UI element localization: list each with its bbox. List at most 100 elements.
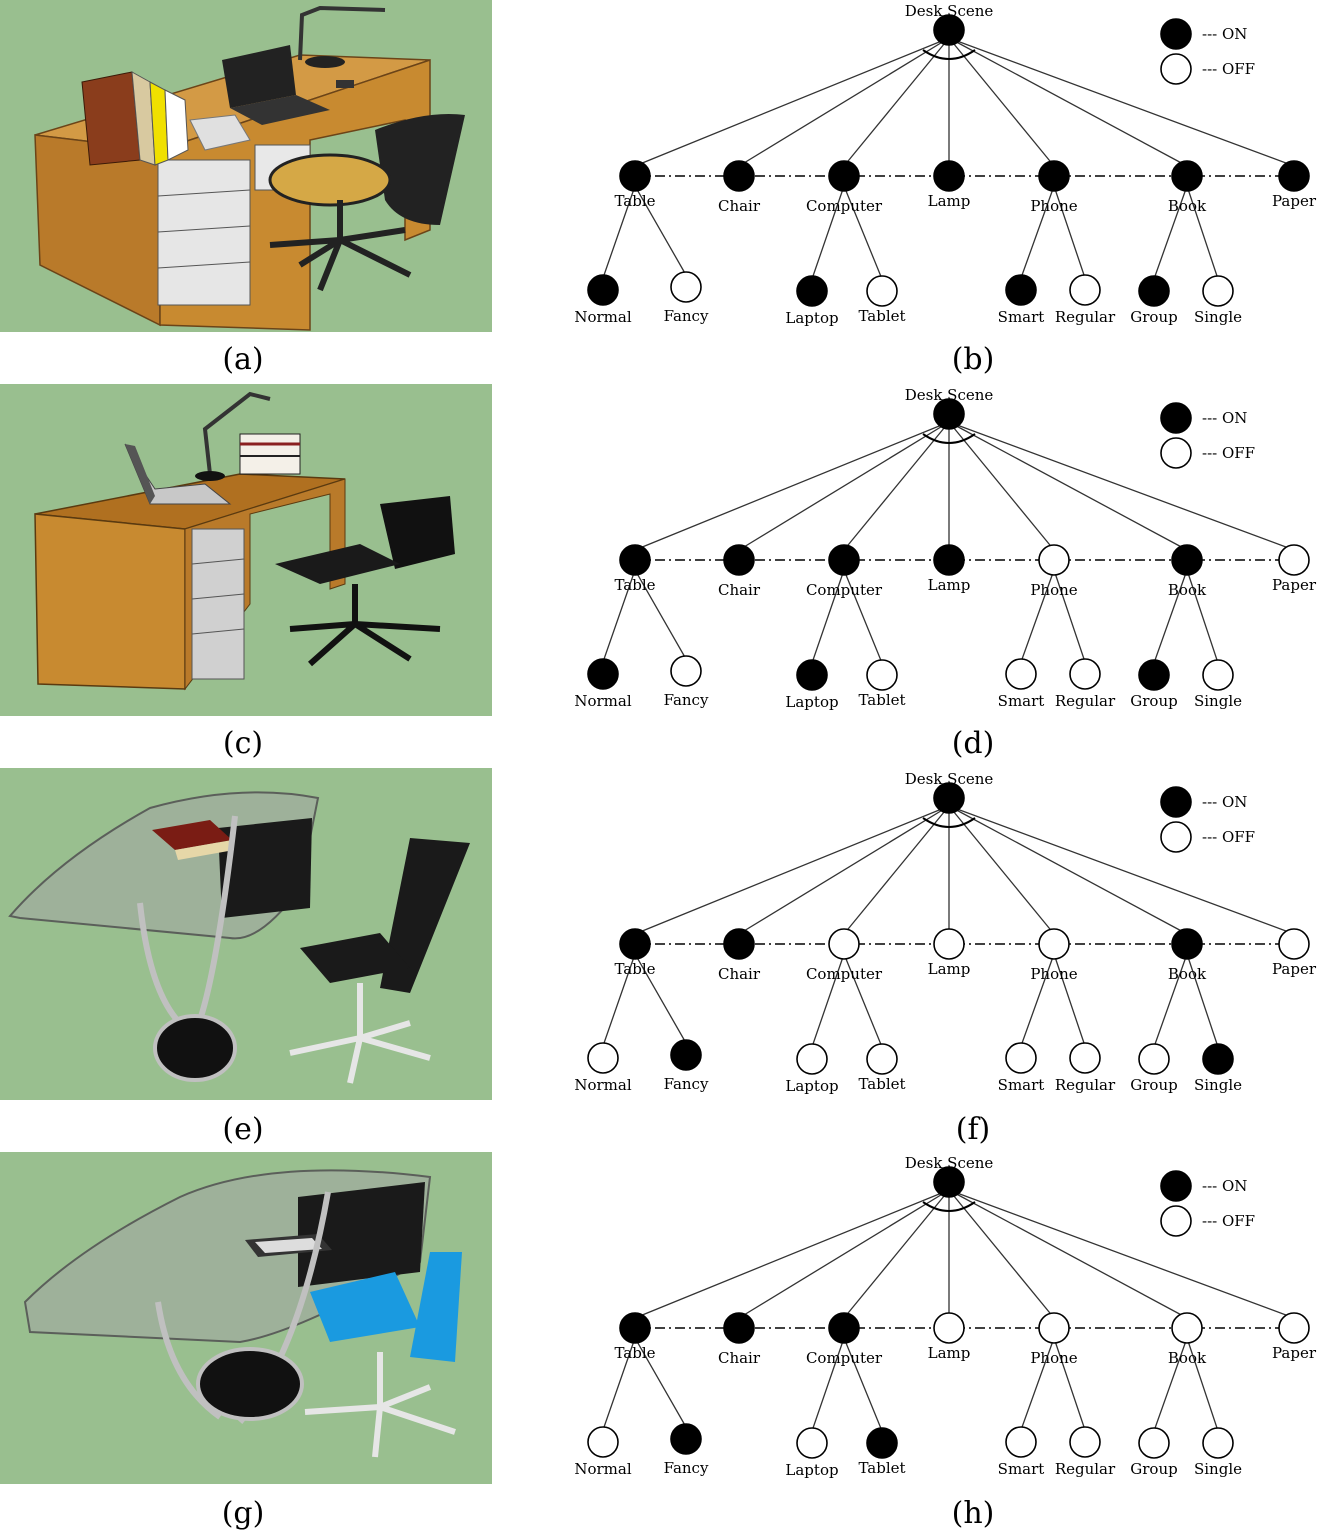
node-regular — [1069, 1042, 1101, 1074]
legend-off-swatch — [1160, 821, 1192, 853]
edge-root-paper — [948, 1189, 1295, 1319]
node-computer — [828, 928, 860, 960]
node-label-smart: Smart — [998, 692, 1045, 710]
edge-phone-smart — [1020, 953, 1055, 1047]
edge-root-chair — [738, 1189, 950, 1319]
node-chair — [723, 544, 755, 576]
legend-on-swatch — [1160, 1170, 1192, 1202]
node-label-lamp: Lamp — [928, 576, 971, 594]
node-label-phone: Phone — [1030, 197, 1077, 215]
node-label-book: Book — [1168, 965, 1207, 983]
node-book — [1171, 160, 1203, 192]
node-regular — [1069, 1426, 1101, 1458]
node-label-laptop: Laptop — [785, 693, 838, 711]
node-paper — [1278, 544, 1310, 576]
node-label-computer: Computer — [806, 965, 883, 983]
node-chair — [723, 160, 755, 192]
scene-image-c — [0, 384, 492, 716]
node-label-root: Desk Scene — [905, 770, 994, 788]
edge-root-table — [634, 421, 950, 551]
node-smart — [1005, 274, 1037, 306]
node-book — [1171, 544, 1203, 576]
node-phone — [1038, 160, 1070, 192]
node-label-fancy: Fancy — [664, 1075, 709, 1093]
node-label-tablet: Tablet — [858, 1075, 905, 1093]
node-table — [619, 160, 651, 192]
node-label-computer: Computer — [806, 1349, 883, 1367]
edge-phone-regular — [1053, 1337, 1086, 1431]
edge-root-chair — [738, 37, 950, 167]
edge-book-group — [1153, 569, 1188, 664]
diagram-caption-f: (f) — [955, 1112, 991, 1147]
node-normal — [587, 658, 619, 690]
node-label-tablet: Tablet — [858, 1459, 905, 1477]
edge-root-chair — [738, 805, 950, 935]
node-label-root: Desk Scene — [905, 1154, 994, 1172]
edge-root-computer — [843, 37, 950, 167]
node-paper — [1278, 928, 1310, 960]
edge-phone-regular — [1053, 569, 1086, 663]
node-label-paper: Paper — [1272, 192, 1317, 210]
edge-root-phone — [948, 805, 1055, 935]
node-label-table: Table — [614, 192, 655, 210]
node-phone — [1038, 928, 1070, 960]
node-label-book: Book — [1168, 1349, 1207, 1367]
node-label-group: Group — [1130, 1460, 1177, 1478]
diagram-caption-b: (b) — [951, 342, 995, 377]
node-label-book: Book — [1168, 197, 1207, 215]
scene-caption-c: (c) — [222, 726, 264, 761]
node-label-single: Single — [1194, 692, 1242, 710]
node-label-computer: Computer — [806, 581, 883, 599]
node-label-smart: Smart — [998, 1460, 1045, 1478]
edge-root-computer — [843, 805, 950, 935]
legend-on-swatch — [1160, 786, 1192, 818]
edge-root-paper — [948, 37, 1295, 167]
node-normal — [587, 274, 619, 306]
edge-table-normal — [602, 569, 636, 663]
node-label-paper: Paper — [1272, 576, 1317, 594]
legend-off-label: --- OFF — [1202, 60, 1255, 78]
edge-table-normal — [602, 953, 636, 1047]
node-normal — [587, 1042, 619, 1074]
node-label-group: Group — [1130, 1076, 1177, 1094]
diagram-caption-d: (d) — [951, 726, 995, 761]
node-label-chair: Chair — [718, 1349, 761, 1367]
node-normal — [587, 1426, 619, 1458]
edge-computer-tablet — [843, 569, 883, 664]
node-label-smart: Smart — [998, 1076, 1045, 1094]
edge-computer-laptop — [811, 953, 845, 1048]
edge-root-computer — [843, 421, 950, 551]
node-lamp — [933, 928, 965, 960]
edge-root-table — [634, 37, 950, 167]
node-computer — [828, 160, 860, 192]
node-label-group: Group — [1130, 308, 1177, 326]
node-smart — [1005, 658, 1037, 690]
node-laptop — [796, 659, 828, 691]
edge-phone-smart — [1020, 569, 1055, 663]
edge-root-paper — [948, 421, 1295, 551]
legend-on-label: --- ON — [1202, 25, 1247, 43]
edge-root-table — [634, 1189, 950, 1319]
node-label-laptop: Laptop — [785, 1077, 838, 1095]
node-group — [1138, 1427, 1170, 1459]
node-label-group: Group — [1130, 692, 1177, 710]
node-label-normal: Normal — [574, 1076, 631, 1094]
diagram-caption-h: (h) — [951, 1496, 995, 1531]
node-chair — [723, 928, 755, 960]
node-smart — [1005, 1426, 1037, 1458]
node-fancy — [670, 1039, 702, 1071]
node-label-tablet: Tablet — [858, 691, 905, 709]
edge-table-fancy — [634, 1337, 687, 1428]
node-label-fancy: Fancy — [664, 691, 709, 709]
node-label-chair: Chair — [718, 197, 761, 215]
node-table — [619, 544, 651, 576]
node-laptop — [796, 275, 828, 307]
node-tablet — [866, 1427, 898, 1459]
edge-table-normal — [602, 1337, 636, 1431]
legend-on-label: --- ON — [1202, 793, 1247, 811]
edge-root-book — [948, 421, 1188, 551]
node-group — [1138, 1043, 1170, 1075]
node-fancy — [670, 271, 702, 303]
node-computer — [828, 544, 860, 576]
